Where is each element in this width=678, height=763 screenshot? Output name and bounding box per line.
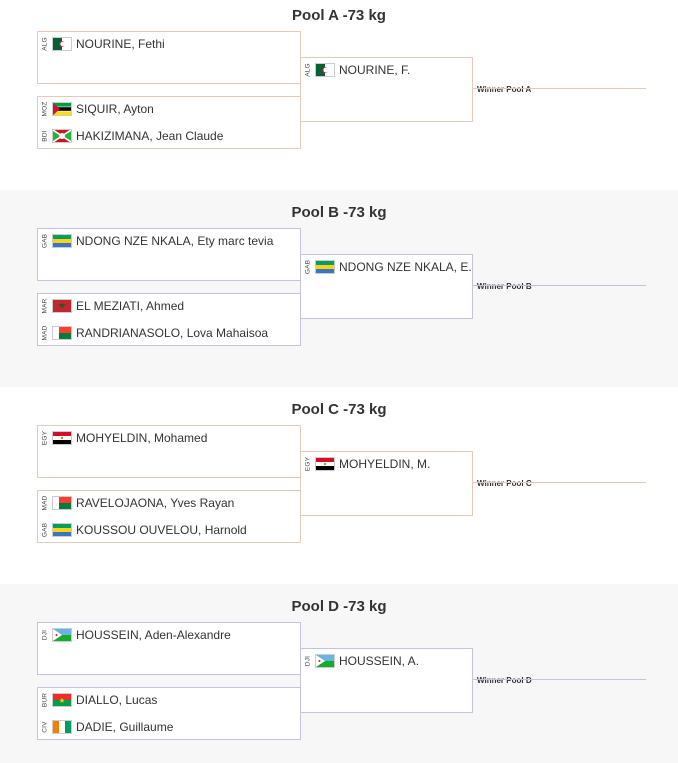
egypt-flag-icon	[315, 457, 335, 471]
competitor-name: NDONG NZE NKALA, E.	[339, 260, 472, 274]
winner-label: Winner Pool C	[477, 479, 532, 488]
egypt-flag-icon	[52, 431, 72, 445]
match-2-box[interactable]: BUR DIALLO, Lucas CIV DADIE, Guillaume	[37, 687, 301, 740]
pool-d: Pool D -73 kg DJI HOUSSEIN, Aden-Alexand…	[0, 584, 678, 763]
match-1-box[interactable]: EGY MOHYELDIN, Mohamed	[37, 425, 301, 478]
competitor-row[interactable]: DJI HOUSSEIN, A.	[303, 651, 419, 671]
country-code: BUR	[41, 692, 49, 708]
gabon-flag-icon	[52, 234, 72, 248]
ivory-coast-flag-icon	[52, 720, 72, 734]
competitor-name: NDONG NZE NKALA, Ety marc tevia	[76, 234, 274, 248]
country-code: BDI	[41, 130, 49, 142]
country-code: ALG	[41, 37, 49, 51]
match-1-box[interactable]: ALG NOURINE, Fethi	[37, 31, 301, 84]
competitor-row[interactable]: MAR EL MEZIATI, Ahmed	[40, 296, 185, 316]
final-box[interactable]: ALG NOURINE, F.	[300, 57, 473, 122]
competitor-name: KOUSSOU OUVELOU, Harnold	[76, 523, 247, 537]
competitor-row[interactable]: GAB KOUSSOU OUVELOU, Harnold	[40, 520, 247, 540]
competitor-row[interactable]: MOZ SIQUIR, Ayton	[40, 99, 154, 119]
competitor-row[interactable]: ALG NOURINE, Fethi	[40, 34, 165, 54]
final-box[interactable]: GAB NDONG NZE NKALA, E.	[300, 254, 473, 319]
competitor-name: DIALLO, Lucas	[76, 693, 158, 707]
pool-c: Pool C -73 kg EGY MOHYELDIN, Mohamed MAD…	[0, 387, 678, 584]
final-box[interactable]: DJI HOUSSEIN, A.	[300, 648, 473, 713]
match-1-box[interactable]: DJI HOUSSEIN, Aden-Alexandre	[37, 622, 301, 675]
competitor-name: MOHYELDIN, Mohamed	[76, 431, 208, 445]
country-code: DJI	[41, 629, 49, 641]
winner-line	[473, 285, 646, 286]
country-code: MAR	[41, 298, 49, 314]
competitor-name: RANDRIANASOLO, Lova Mahaisoa	[76, 326, 269, 340]
pool-title: Pool D -73 kg	[291, 598, 387, 615]
winner-label: Winner Pool A	[477, 85, 532, 94]
pool-title: Pool B -73 kg	[291, 204, 387, 221]
country-code: EGY	[304, 456, 312, 472]
competitor-row[interactable]: EGY MOHYELDIN, M.	[303, 454, 431, 474]
winner-line	[473, 482, 646, 483]
pool-a: Pool A -73 kg ALG NOURINE, Fethi MOZ SIQ…	[0, 0, 678, 197]
madagascar-flag-icon	[52, 326, 72, 340]
competitor-row[interactable]: DJI HOUSSEIN, Aden-Alexandre	[40, 625, 231, 645]
competitor-row[interactable]: EGY MOHYELDIN, Mohamed	[40, 428, 208, 448]
competitor-row[interactable]: MAD RANDRIANASOLO, Lova Mahaisoa	[40, 323, 269, 343]
winner-label: Winner Pool B	[477, 282, 532, 291]
pool-title: Pool A -73 kg	[292, 7, 386, 24]
competitor-row[interactable]: ALG NOURINE, F.	[303, 60, 410, 80]
pool-b: Pool B -73 kg GAB NDONG NZE NKALA, Ety m…	[0, 190, 678, 387]
country-code: EGY	[41, 430, 49, 446]
pool-title: Pool C -73 kg	[291, 401, 387, 418]
winner-label: Winner Pool D	[477, 676, 532, 685]
match-2-box[interactable]: MAD RAVELOJAONA, Yves Rayan GAB KOUSSOU …	[37, 490, 301, 543]
country-code: MAD	[41, 495, 49, 511]
competitor-name: HOUSSEIN, A.	[339, 654, 420, 668]
competitor-name: HOUSSEIN, Aden-Alexandre	[76, 628, 231, 642]
competitor-row[interactable]: GAB NDONG NZE NKALA, E.	[303, 257, 472, 277]
competitor-name: MOHYELDIN, M.	[339, 457, 431, 471]
competitor-row[interactable]: MAD RAVELOJAONA, Yves Rayan	[40, 493, 235, 513]
country-code: DJI	[304, 655, 312, 667]
match-2-box[interactable]: MOZ SIQUIR, Ayton BDI HAKIZIMANA, Jean C…	[37, 96, 301, 149]
competitor-name: NOURINE, Fethi	[76, 37, 165, 51]
competitor-name: EL MEZIATI, Ahmed	[76, 299, 185, 313]
final-box[interactable]: EGY MOHYELDIN, M.	[300, 451, 473, 516]
mozambique-flag-icon	[52, 102, 72, 116]
country-code: GAB	[41, 522, 49, 538]
algeria-flag-icon	[52, 37, 72, 51]
gabon-flag-icon	[52, 523, 72, 537]
country-code: MAD	[41, 325, 49, 341]
match-2-box[interactable]: MAR EL MEZIATI, Ahmed MAD RANDRIANASOLO,…	[37, 293, 301, 346]
country-code: GAB	[304, 259, 312, 275]
competitor-row[interactable]: BUR DIALLO, Lucas	[40, 690, 158, 710]
djibouti-flag-icon	[315, 654, 335, 668]
algeria-flag-icon	[315, 63, 335, 77]
morocco-flag-icon	[52, 299, 72, 313]
competitor-name: DADIE, Guillaume	[76, 720, 174, 734]
country-code: MOZ	[41, 101, 49, 117]
match-1-box[interactable]: GAB NDONG NZE NKALA, Ety marc tevia	[37, 228, 301, 281]
competitor-name: NOURINE, F.	[339, 63, 411, 77]
competitor-row[interactable]: GAB NDONG NZE NKALA, Ety marc tevia	[40, 231, 274, 251]
competitor-row[interactable]: BDI HAKIZIMANA, Jean Claude	[40, 126, 223, 146]
competitor-row[interactable]: CIV DADIE, Guillaume	[40, 717, 173, 737]
competitor-name: SIQUIR, Ayton	[76, 102, 154, 116]
burkina-faso-flag-icon	[52, 693, 72, 707]
djibouti-flag-icon	[52, 628, 72, 642]
competitor-name: HAKIZIMANA, Jean Claude	[76, 129, 224, 143]
madagascar-flag-icon	[52, 496, 72, 510]
burundi-flag-icon	[52, 129, 72, 143]
country-code: GAB	[41, 233, 49, 249]
winner-line	[473, 88, 646, 89]
country-code: CIV	[41, 721, 49, 733]
competitor-name: RAVELOJAONA, Yves Rayan	[76, 496, 235, 510]
winner-line	[473, 679, 646, 680]
country-code: ALG	[304, 63, 312, 77]
gabon-flag-icon	[315, 260, 335, 274]
